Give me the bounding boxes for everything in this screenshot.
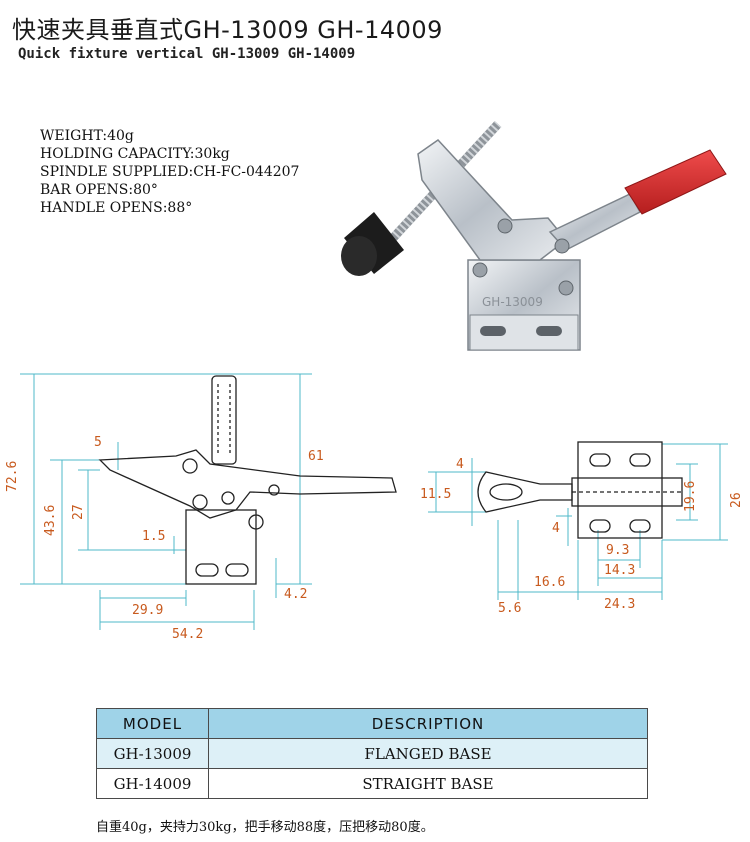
dim-43-6: 43.6 (43, 505, 58, 536)
table-row: GH-14009 STRAIGHT BASE (96, 768, 648, 799)
product-photo: GH-13009 (341, 120, 727, 351)
spec-spindle: SPINDLE SUPPLIED:CH-FC-044207 (40, 164, 300, 180)
top-view-outline (477, 441, 683, 539)
model-stamp: GH-13009 (482, 295, 543, 309)
spec-handle-opens: HANDLE OPENS:88° (40, 200, 193, 216)
table-row: GH-13009 FLANGED BASE (96, 738, 648, 769)
spec-weight: WEIGHT:40g (40, 128, 134, 144)
dim-61: 61 (308, 449, 324, 464)
technical-drawing: 72.6 43.6 27 5 1.5 61 29.9 54.2 4.2 4 11… (5, 373, 744, 642)
header-model: MODEL (96, 708, 209, 739)
dim-4-bottom: 4 (552, 521, 560, 536)
dim-29-9: 29.9 (132, 603, 163, 618)
cell-model: GH-13009 (96, 738, 209, 769)
page-title: 快速夹具垂直式GH-13009 GH-14009 (12, 16, 443, 44)
dim-5: 5 (94, 435, 102, 450)
dim-14-3: 14.3 (604, 563, 635, 578)
cell-model: GH-14009 (96, 768, 209, 799)
dim-27: 27 (71, 504, 86, 520)
dim-24-3: 24.3 (604, 597, 635, 612)
cell-description: FLANGED BASE (208, 738, 648, 769)
dim-11-5: 11.5 (420, 487, 451, 502)
dim-4-2: 4.2 (284, 587, 307, 602)
dim-54-2: 54.2 (172, 627, 203, 642)
header-description: DESCRIPTION (208, 708, 648, 739)
rubber-tip (341, 212, 404, 276)
spec-list: WEIGHT:40g HOLDING CAPACITY:30kg SPINDLE… (40, 127, 299, 217)
mount-hole (536, 326, 562, 336)
spec-bar-opens: BAR OPENS:80° (40, 182, 158, 198)
side-view-outline (98, 375, 397, 585)
footnote: 自重40g，夹持力30kg，把手移动88度，压把移动80度。 (96, 820, 434, 835)
clamp-arm (417, 139, 568, 261)
dim-1-5: 1.5 (142, 529, 165, 544)
cell-description: STRAIGHT BASE (208, 768, 648, 799)
mount-hole (480, 326, 506, 336)
dim-16-6: 16.6 (534, 575, 565, 590)
dim-9-3: 9.3 (606, 543, 629, 558)
dim-4-top: 4 (456, 457, 464, 472)
model-table: MODEL DESCRIPTION GH-13009 FLANGED BASE … (96, 708, 648, 799)
dim-26: 26 (729, 492, 744, 508)
page-subtitle: Quick fixture vertical GH-13009 GH-14009 (18, 46, 356, 62)
dim-19-6: 19.6 (683, 481, 698, 512)
spec-holding-capacity: HOLDING CAPACITY:30kg (40, 146, 230, 162)
dim-72-6: 72.6 (5, 461, 20, 492)
dim-5-6: 5.6 (498, 601, 521, 616)
red-handle-grip (624, 149, 727, 215)
table-header-row: MODEL DESCRIPTION (96, 708, 648, 739)
